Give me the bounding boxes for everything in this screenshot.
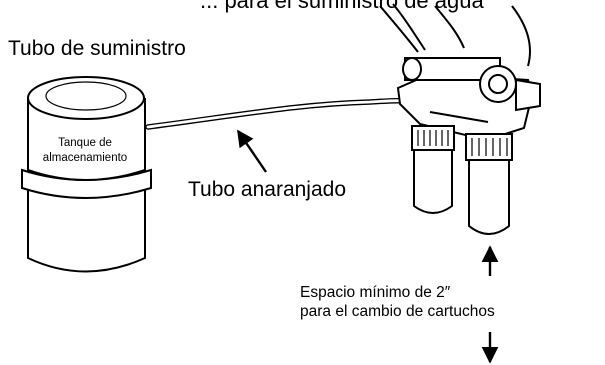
tank-label-line1: Tanque de: [58, 137, 112, 149]
orange-tube-pointer-arrow: [237, 129, 267, 173]
clearance-label: Espacio mínimo de 2″ para el cambio de c…: [300, 283, 495, 321]
clearance-label-line2: para el cambio de cartuchos: [300, 303, 495, 320]
supply-tubes: [379, 3, 532, 67]
orange-tube-label: Tubo anaranjado: [188, 178, 347, 201]
storage-tank: [21, 76, 152, 273]
right-cartridge: [465, 133, 513, 235]
supply-tube-label: Tubo de suministro: [8, 37, 186, 60]
clearance-label-line1: Espacio mínimo de 2″: [300, 284, 451, 301]
storage-tank-label: Tanque de almacenamiento: [22, 136, 148, 166]
tank-label-line2: almacenamiento: [42, 152, 128, 164]
filter-head: [396, 57, 541, 142]
orange-tube: [145, 97, 421, 130]
left-cartridge: [411, 125, 455, 214]
top-cut-label: ... para el suministro de agua: [200, 0, 484, 13]
